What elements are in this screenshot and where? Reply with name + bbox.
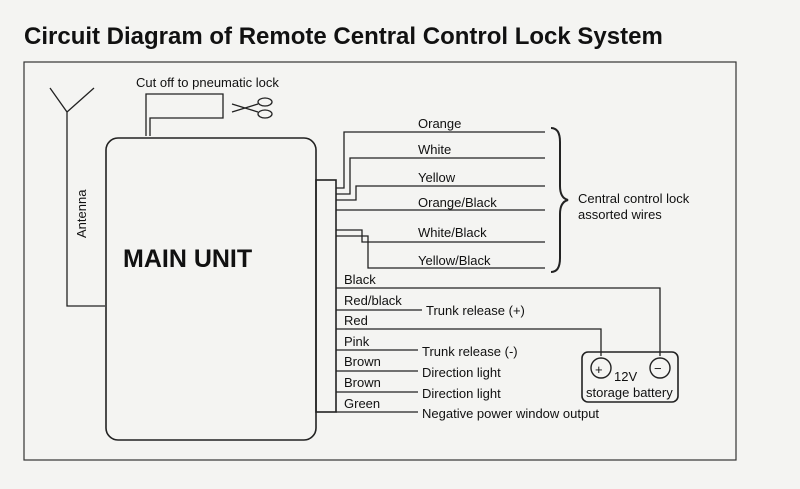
scissors-icon	[231, 97, 273, 119]
wire-orange	[336, 131, 545, 189]
wire-label: Pink	[344, 334, 370, 349]
wire-label: Orange/Black	[418, 195, 497, 210]
page-title: Circuit Diagram of Remote Central Contro…	[24, 23, 663, 50]
wire-label: Yellow/Black	[418, 253, 491, 268]
wire-label: Brown	[344, 354, 381, 369]
wire-label: Red	[344, 313, 368, 328]
wire-yellow-black	[336, 235, 545, 269]
battery-label: storage battery	[586, 385, 673, 400]
pneumatic-cutoff: Cut off to pneumatic lock	[136, 75, 279, 136]
antenna-label: Antenna	[74, 189, 89, 238]
wire-red	[336, 328, 602, 356]
group-brace	[550, 127, 569, 273]
wire-label: Red/black	[344, 293, 402, 308]
wire-label: Orange	[418, 116, 461, 131]
battery-box	[581, 351, 679, 403]
antenna: Antenna	[49, 87, 105, 307]
lower-wires: Black Red/black Red Pink Brown Brown Gre…	[336, 272, 661, 421]
wire-label: White/Black	[418, 225, 487, 240]
wire-yellow	[336, 185, 545, 201]
direction-light-label: Direction light	[422, 386, 501, 401]
direction-light-label: Direction light	[422, 365, 501, 380]
wire-label: Yellow	[418, 170, 456, 185]
trunk-release-plus-label: Trunk release (+)	[426, 303, 525, 318]
wire-label: Black	[344, 272, 376, 287]
wire-black	[336, 287, 661, 356]
wire-label: White	[418, 142, 451, 157]
lock-wires: Orange White Yellow Orange/Black White/B…	[336, 116, 690, 273]
battery-plus-symbol: +	[595, 362, 603, 377]
wire-white	[336, 157, 545, 195]
battery-plus-icon	[590, 357, 612, 379]
connector-block	[315, 179, 337, 413]
battery-voltage: 12V	[614, 369, 637, 384]
battery-minus-symbol: −	[654, 361, 662, 376]
diagram-frame	[23, 61, 737, 461]
antenna-icon	[49, 87, 105, 307]
storage-battery: + − 12V storage battery	[581, 351, 679, 403]
battery-minus-icon	[649, 357, 671, 379]
cutoff-wire-loop	[145, 93, 224, 136]
lock-group-label: Central control lock	[578, 191, 690, 206]
wire-label: Green	[344, 396, 380, 411]
main-unit-label: MAIN UNIT	[123, 245, 252, 273]
lock-group-label: assorted wires	[578, 207, 662, 222]
power-window-label: Negative power window output	[422, 406, 599, 421]
main-unit-box	[105, 137, 317, 441]
trunk-release-minus-label: Trunk release (-)	[422, 344, 518, 359]
wire-label: Brown	[344, 375, 381, 390]
cutoff-label: Cut off to pneumatic lock	[136, 75, 279, 90]
